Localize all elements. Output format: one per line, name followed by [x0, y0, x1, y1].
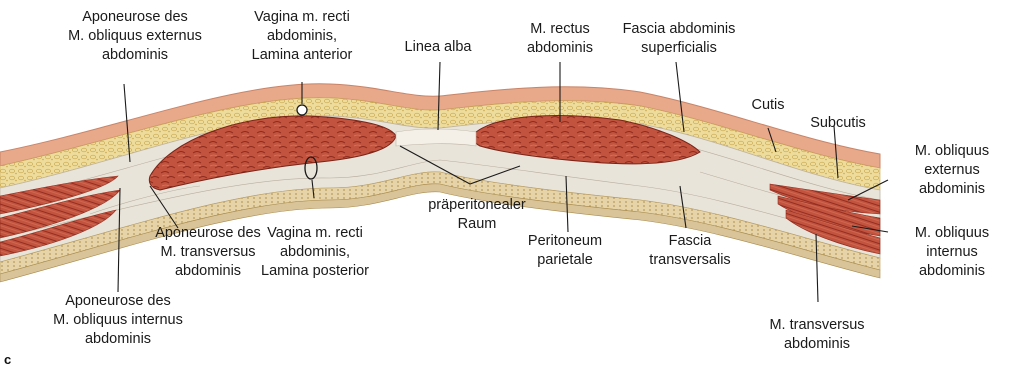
label-fascia-superficialis: Fascia abdominis superficialis — [604, 20, 754, 58]
label-transversus-abdominis: M. transversus abdominis — [752, 316, 882, 354]
label-linea-alba: Linea alba — [388, 38, 488, 57]
label-peritoneum-parietale: Peritoneum parietale — [510, 232, 620, 270]
label-praeperitonealer-raum: präperitonealer Raum — [412, 196, 542, 234]
label-fascia-transversalis: Fascia transversalis — [640, 232, 740, 270]
label-vagina-lamina-anterior: Vagina m. recti abdominis, Lamina anteri… — [222, 8, 382, 65]
label-aponeurose-transversus: Aponeurose des M. transversus abdominis — [138, 224, 278, 281]
linea-alba — [396, 129, 476, 146]
label-aponeurose-obliquus-externus: Aponeurose des M. obliquus externus abdo… — [30, 8, 240, 65]
label-aponeurose-obliquus-internus: Aponeurose des M. obliquus internus abdo… — [28, 292, 208, 349]
label-rectus-abdominis: M. rectus abdominis — [510, 20, 610, 58]
panel-letter: c — [4, 352, 11, 367]
label-cutis: Cutis — [738, 96, 798, 115]
label-obliquus-internus: M. obliquus internus abdominis — [893, 224, 1011, 281]
label-subcutis: Subcutis — [798, 114, 878, 133]
marker-lamina-anterior — [297, 105, 307, 115]
label-obliquus-externus: M. obliquus externus abdominis — [893, 142, 1011, 199]
